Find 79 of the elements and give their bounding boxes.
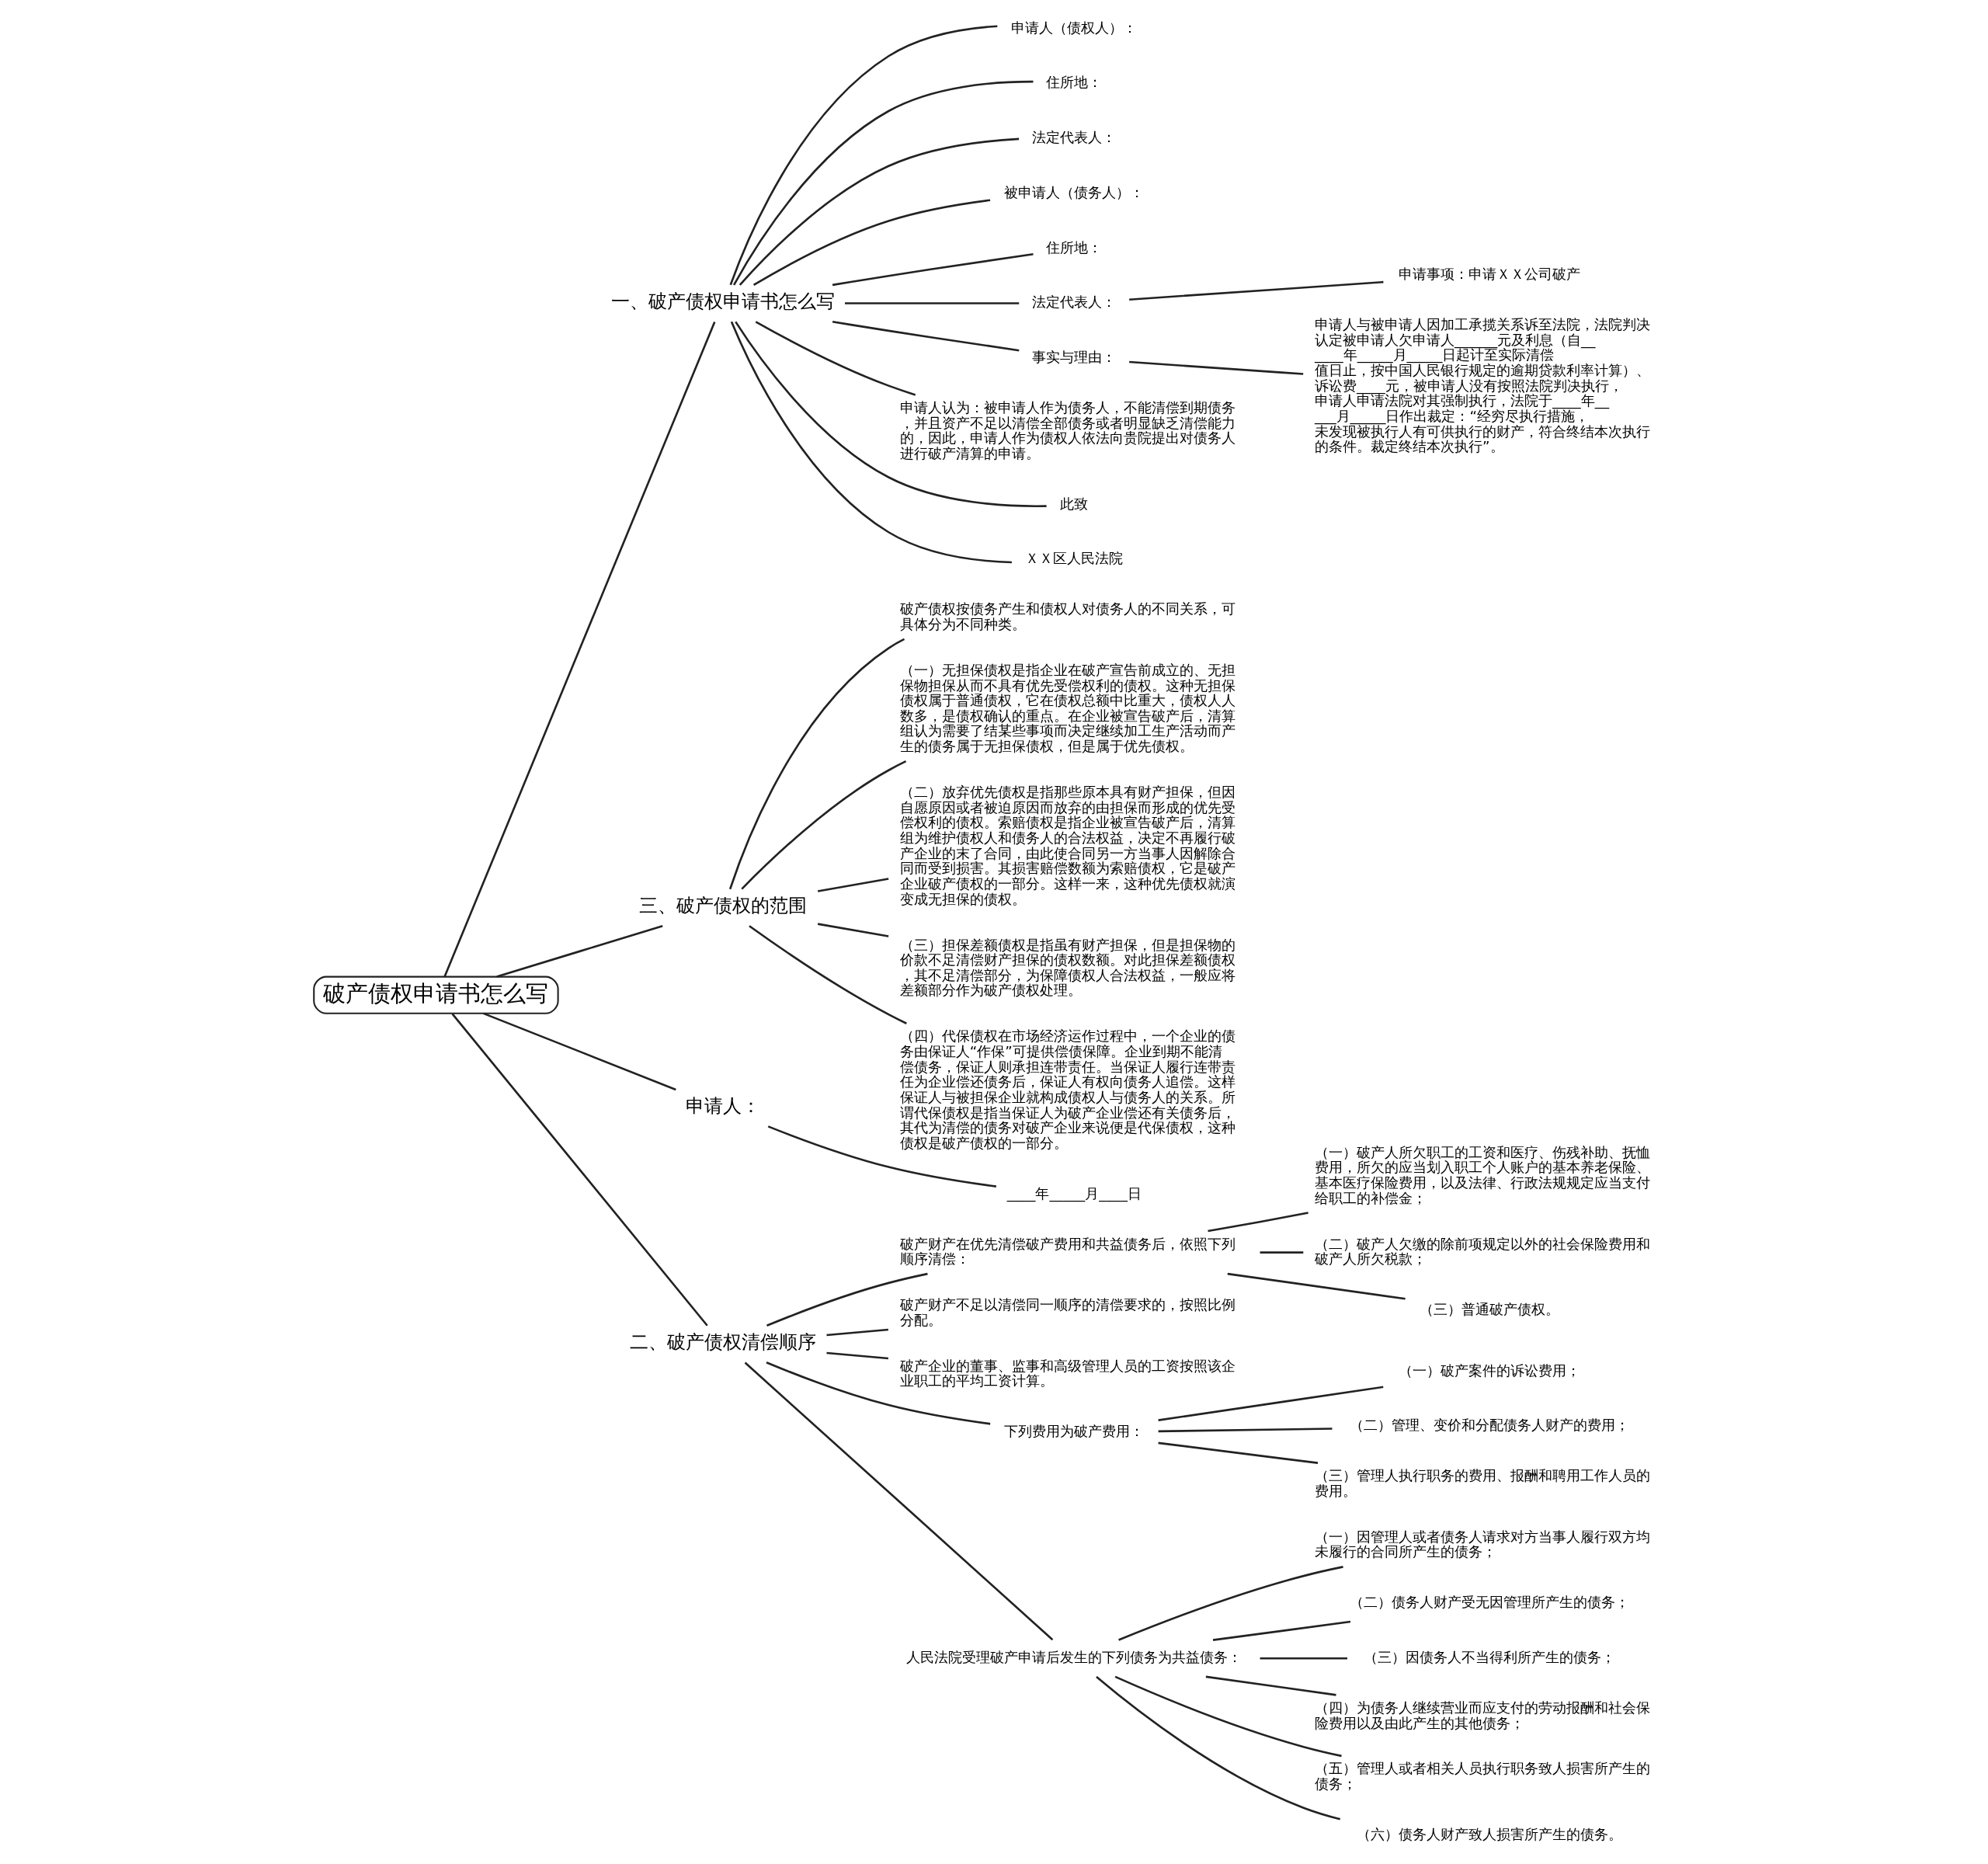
connector: [740, 760, 906, 890]
node-text: 住所地：: [1045, 74, 1102, 91]
connector: [729, 25, 997, 286]
connector: [1117, 1566, 1343, 1641]
connector: [1207, 1212, 1309, 1233]
node-text: （一）破产案件的诉讼费用；: [1398, 1361, 1580, 1379]
connector: [1128, 360, 1303, 375]
connector: [744, 1361, 1053, 1641]
node-text: （一）因管理人或者债务人请求对方当事人履行双方均未履行的合同所产生的债务；: [1314, 1528, 1650, 1560]
node-text: 三、破产债权的范围: [638, 895, 807, 917]
node-text: 住所地：: [1045, 238, 1102, 256]
node-text: ____年_____月____日: [1006, 1184, 1142, 1202]
connector: [1260, 1251, 1303, 1254]
connector: [1260, 1657, 1347, 1660]
connector: [1158, 1428, 1332, 1433]
node-text: 事实与理由：: [1031, 349, 1116, 366]
connector: [730, 321, 1012, 564]
connector: [752, 199, 990, 287]
node-text: 人民法院受理破产申请后发生的下列债务为共益债务：: [905, 1649, 1242, 1666]
node-text: 此致: [1059, 495, 1088, 512]
node-text: （二）债务人财产受无因管理所产生的债务；: [1349, 1594, 1629, 1611]
connector: [844, 302, 1019, 304]
node-text: 被申请人（债务人）：: [1003, 183, 1144, 200]
node-text: （三）因债务人不当得利所产生的债务；: [1363, 1649, 1615, 1666]
node-text: （三）担保差额债权是指虽有财产担保，但是担保物的价款不足清偿财产担保的债权数额。对此担保差额债权，其不足清偿部分，为保障债权人合法权益，一般应将差额部分作为破产债权处理。: [899, 936, 1236, 999]
node-text: 申请事项：申请ＸＸ公司破产: [1398, 265, 1580, 282]
node-text: 申请人与被申请人因加工承揽关系诉至法院，法院判决认定被申请人欠申请人______元及利息（自______年_____月_____日起计至实际清偿值日止，按中国人民银行规定的逾期贷款利率计算）、诉讼费____元，被申请人没有按照法院判决执行，申请人申请法院对其强制执行，法院于____年_____月_____日作出裁定：“经穷尽执行措施，未发现被执行人有可供执行的财产，符合终结本次执行的条件。裁定终结本次执行”。: [1314, 316, 1650, 455]
connector: [755, 321, 916, 396]
connector: [817, 878, 888, 892]
node-text: 下列费用为破产费用：: [1003, 1423, 1144, 1440]
connector: [748, 925, 907, 1024]
node-text: （五）管理人或者相关人员执行职务致人损害所产生的债务；: [1314, 1760, 1650, 1793]
connector: [1114, 1675, 1342, 1758]
connector: [765, 1361, 990, 1425]
connector: [450, 1013, 708, 1327]
node-text: 申请人：: [685, 1095, 760, 1118]
node-text: （一）无担保债权是指企业在破产宣告前成立的、无担保物担保从而不具有优先受偿权利的债权。这种无担保债权属于普通债权，它在债权总额中比重大，债权人人数多，是债权确认的重点。在企业被宣告破产后，清算组认为需要了结某些事项而决定继续加工生产活动而产生的债务属于无担保债权，但是属于优先债权。: [899, 661, 1236, 755]
node-text: （四）代保债权在市场经济运作过程中，一个企业的债务由保证人“作保”可提供偿债保障。企业到期不能清偿债务，保证人则承担连带责任。当保证人履行连带责任为企业偿还债务后，保证人有权向债务人追偿。这样保证人与被担保企业就构成债权人与债务人的关系。所谓代保债权是指当保证人为破产企业偿还有关债务后，其代为清偿的债务对破产企业来说便是代保债权，这种债权是破产债权的一部分。: [899, 1028, 1236, 1151]
node-text: （三）管理人执行职务的费用、报酬和聘用工作人员的费用。: [1314, 1467, 1650, 1499]
node-text: （一）破产人所欠职工的工资和医疗、伤残补助、抚恤费用，所欠的应当划入职工个人账户的基本养老保险、基本医疗保险费用，以及法律、行政法规规定应当支付给职工的补偿金；: [1314, 1143, 1650, 1206]
node-text: 破产财产在优先清偿破产费用和共益债务后，依照下列顺序清偿：: [899, 1235, 1236, 1268]
connector: [482, 1012, 676, 1091]
node-text: ＸＸ区人民法院: [1024, 550, 1123, 567]
node-text: 破产财产不足以清偿同一顺序的清偿要求的，按照比例分配。: [899, 1296, 1236, 1328]
connector: [1212, 1620, 1350, 1641]
node-text: （二）放弃优先债权是指那些原本具有财产担保，但因自愿原因或者被迫原因而放弃的由担保而形成的优先受偿权利的债权。索赔债权是指企业被宣告破产后，清算组为维护债权人和债务人的合法权益，决定不再履行破产企业的末了合同，由此使合同另一方当事人因解除合同而受到损害。其损害赔偿数额为索赔债权，它是破产企业破产债权的一部分。这样一来，这种优先债权就演变成无担保的债权。: [899, 784, 1236, 907]
connector: [732, 80, 1033, 286]
connector: [767, 1125, 996, 1188]
connector: [739, 137, 1019, 286]
connector: [734, 321, 1047, 507]
connector: [495, 924, 663, 978]
node-text: （三）普通破产债权。: [1419, 1301, 1559, 1318]
node-text: 法定代表人：: [1031, 129, 1116, 146]
connector: [1227, 1272, 1406, 1300]
connector: [1095, 1676, 1340, 1821]
node-text: （四）为债务人继续营业而应支付的劳动报酬和社会保险费用以及由此产生的其他债务；: [1314, 1699, 1650, 1731]
connector: [1128, 280, 1383, 301]
connector: [1157, 1441, 1318, 1464]
connector: [1205, 1675, 1336, 1696]
node-text: （六）债务人财产致人损害所产生的债务。: [1356, 1825, 1622, 1842]
node-text: 破产债权按债务产生和债权人对债务人的不同关系，可具体分为不同种类。: [899, 600, 1236, 632]
node-text: 二、破产债权清偿顺序: [629, 1331, 816, 1354]
node-text: 申请人认为：被申请人作为债务人，不能清偿到期债务，并且资产不足以清偿全部债务或者明显缺乏清偿能力的，因此，申请人作为债权人依法向贵院提出对债务人进行破产清算的申请。: [899, 398, 1236, 461]
connector: [1157, 1386, 1383, 1421]
node-text: （二）破产人欠缴的除前项规定以外的社会保险费用和破产人所欠税款；: [1314, 1235, 1650, 1268]
node-box: 破产债权申请书怎么写: [312, 975, 559, 1014]
connector: [832, 320, 1019, 352]
connector: [825, 1351, 888, 1360]
connector: [766, 1272, 928, 1327]
connector: [825, 1328, 888, 1337]
node-text: 破产企业的董事、监事和高级管理人员的工资按照该企业职工的平均工资计算。: [899, 1357, 1236, 1389]
connector: [817, 923, 888, 937]
node-text: 申请人（债权人）：: [1010, 19, 1137, 36]
node-text: 法定代表人：: [1031, 294, 1116, 311]
node-text: （二）管理、变价和分配债务人财产的费用；: [1349, 1417, 1629, 1434]
node-text: 一、破产债权申请书怎么写: [610, 290, 835, 313]
connector: [443, 321, 715, 977]
connector: [832, 252, 1034, 287]
connector: [728, 638, 905, 890]
